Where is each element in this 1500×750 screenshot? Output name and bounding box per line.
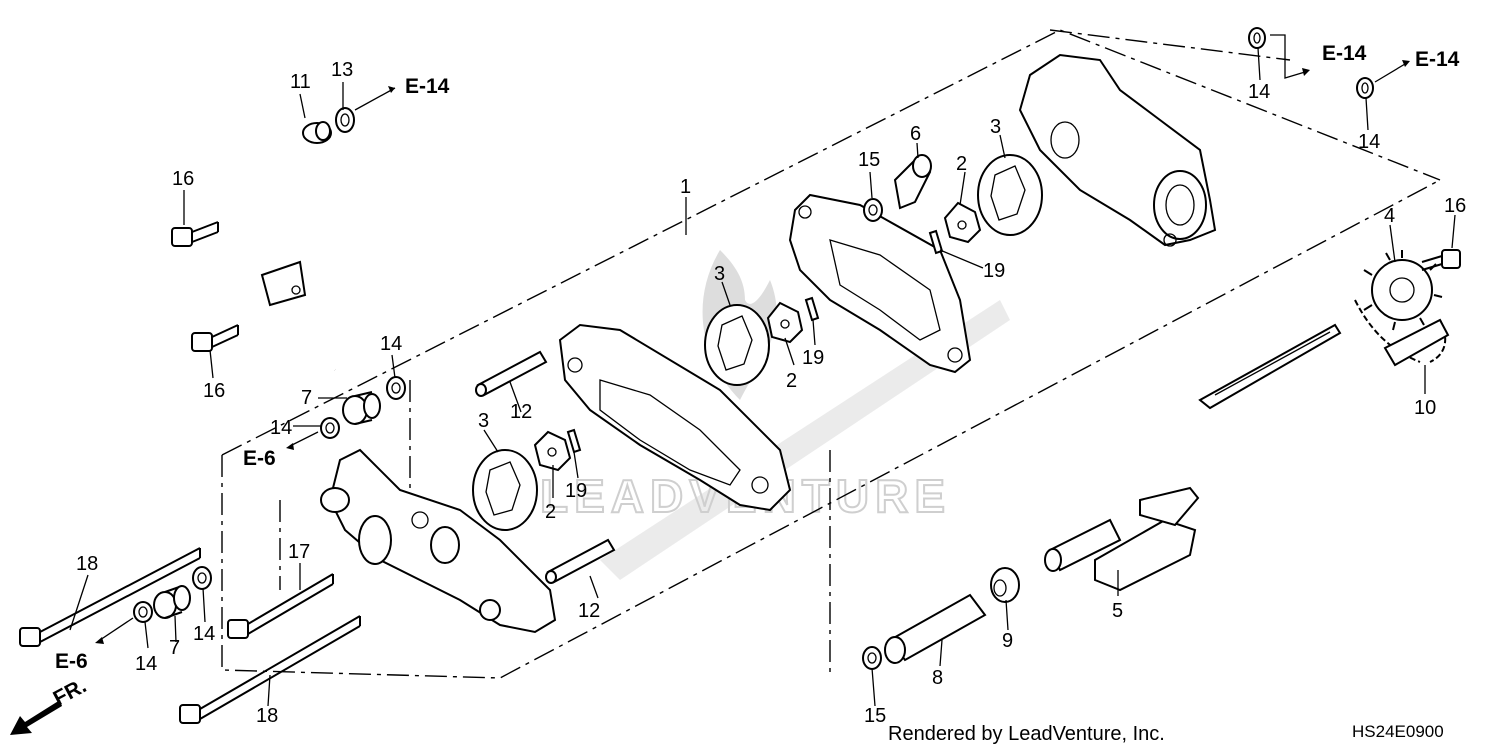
callout-15: 15 [858,149,880,171]
callout-2: 2 [956,153,967,175]
washer-13 [335,107,355,133]
callout-19: 19 [802,347,824,369]
chain-guide [1198,323,1342,410]
washer-14-a [386,376,406,400]
driven-sprocket-4 [1363,250,1443,331]
outer-rotor-3-upper [977,154,1043,236]
dowel-pin-12-upper [475,350,548,397]
washer-14-d [192,566,212,590]
washer-15-lower [862,646,882,670]
callout-13: 13 [331,59,353,81]
callout-3: 3 [714,263,725,285]
outer-rotor-3-middle [704,304,770,386]
washer-15-upper [863,198,883,222]
ref-e14-right: E-14 [1415,48,1460,71]
callout-14: 14 [380,333,402,355]
callout-19: 19 [983,260,1005,282]
callout-3: 3 [478,410,489,432]
ref-e14-mid: E-14 [1322,42,1367,65]
washer-14-b [320,417,340,439]
outer-rotor-3-lower [472,449,538,531]
pipe-8 [884,593,987,664]
bolt-16-upper [171,221,219,247]
assembly-outline [221,29,1441,679]
callout-19: 19 [565,480,587,502]
callout-11: 11 [290,71,311,93]
joint-7-lower [153,585,191,619]
callout-18: 18 [256,705,278,727]
middle-pump-plate [558,323,792,512]
callout-14: 14 [1248,81,1270,103]
callout-12: 12 [510,401,532,423]
ref-e14-left: E-14 [405,75,450,98]
inner-rotor-2-middle [766,301,804,344]
drive-chain-10 [1354,299,1450,367]
dowel-pin-12-lower [545,538,616,584]
callout-18: 18 [76,553,98,575]
callout-4: 4 [1384,205,1395,227]
callout-14: 14 [270,417,292,439]
pin-19-middle [804,296,820,322]
callout-7: 7 [301,387,312,409]
washer-14-c [133,601,153,623]
callout-9: 9 [1002,630,1013,652]
washer-14-f [1356,77,1374,99]
callout-2: 2 [786,370,797,392]
diagram-code: HS24E0900 [1352,722,1444,741]
oil-strainer-5 [1044,486,1200,592]
callout-16: 16 [1444,195,1466,217]
inner-rotor-2-upper [943,201,982,244]
inner-rotor-2-lower [533,430,572,472]
front-direction-arrow: FR. [10,674,90,735]
leader-lines [69,47,1456,707]
bolt-16-lower [191,324,239,352]
ref-e6-top: E-6 [243,447,276,470]
callout-12: 12 [578,600,600,622]
ref-e6-bottom: E-6 [55,650,88,673]
bolt-16-sprocket [1421,249,1461,271]
bolt-18-lower [179,615,361,724]
credit-text: Rendered by LeadVenture, Inc. [888,723,1165,745]
callout-numbers: 1 2 2 2 3 3 3 4 5 6 7 7 8 9 10 11 12 12 … [76,59,1466,727]
bolt-17 [227,573,334,639]
callout-1: 1 [680,176,691,198]
callout-14: 14 [135,653,157,675]
callout-5: 5 [1112,600,1123,622]
pin-19-lower [566,428,582,454]
seal-9 [990,567,1020,603]
callout-14: 14 [1358,131,1380,153]
callout-15: 15 [864,705,886,727]
callout-17: 17 [288,541,310,563]
lower-pump-body [320,448,557,634]
callout-6: 6 [910,123,921,145]
callout-3: 3 [990,116,1001,138]
oil-pipe [250,121,337,375]
callout-16: 16 [172,168,194,190]
reference-arrows [95,34,1410,644]
callout-8: 8 [932,667,943,689]
upper-pump-plate [788,193,972,374]
bolt-18-upper [19,547,201,647]
callout-14: 14 [193,623,215,645]
callout-10: 10 [1414,397,1436,419]
joint-7-upper [342,391,381,425]
upper-pump-body [1018,53,1217,247]
relief-valve-6 [893,154,932,210]
callout-2: 2 [545,501,556,523]
washer-14-e [1248,27,1266,49]
callout-16: 16 [203,380,225,402]
callout-7: 7 [169,637,180,659]
